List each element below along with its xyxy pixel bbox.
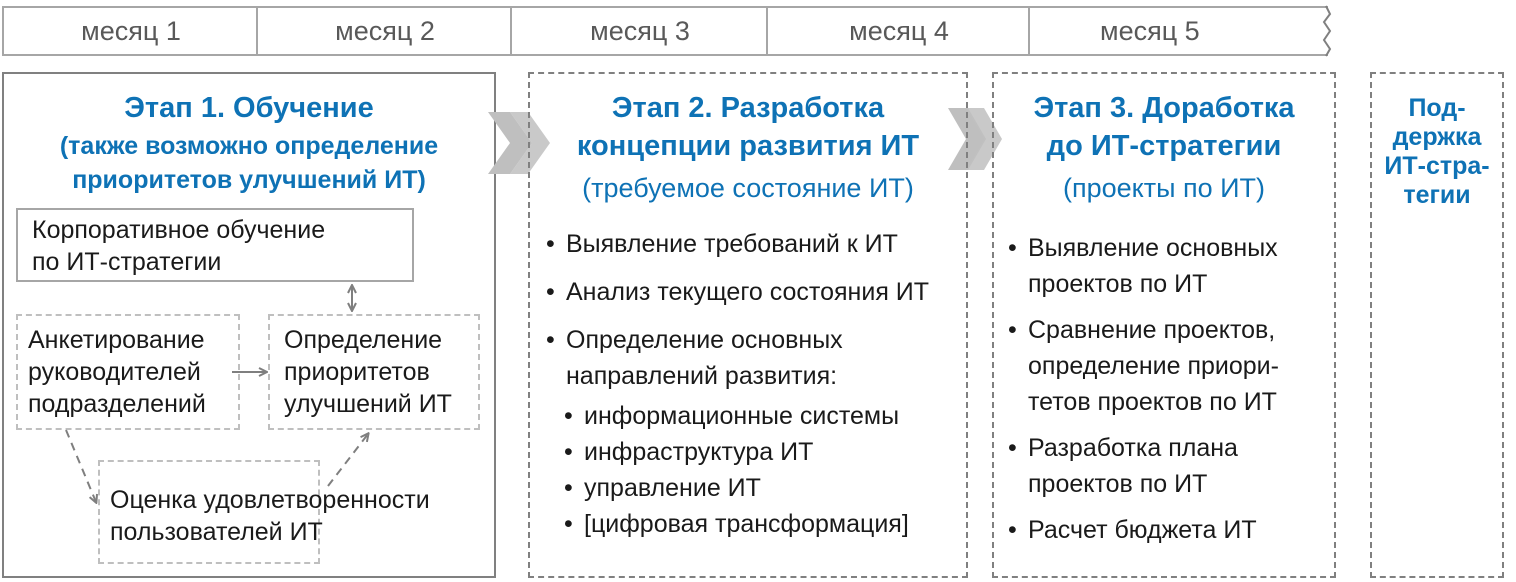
corporate-training-box: Корпоративное обучение по ИТ-стратегии — [16, 208, 414, 282]
arrow-satisfaction-priorities — [327, 434, 368, 487]
stage-4-title-line2: держка — [1392, 123, 1482, 151]
survey-box: Анкетирование руководителей подразделени… — [16, 314, 240, 430]
timeline-month-4: месяц 4 — [766, 6, 1030, 56]
sub-list-item: управление ИТ — [544, 470, 984, 506]
list-item-line: Разработка плана — [1028, 434, 1238, 462]
list-item-line: проектов по ИТ — [1028, 270, 1208, 298]
survey-line3: подразделений — [28, 390, 206, 418]
list-item: • Расчет бюджета ИТ — [1006, 512, 1332, 548]
stage-2-subtitle: (требуемое состояние ИТ) — [582, 173, 914, 203]
list-item-line: проектов по ИТ — [1028, 470, 1208, 498]
corporate-training-line2: по ИТ-стратегии — [32, 248, 222, 276]
list-item-line: Расчет бюджета ИТ — [1028, 516, 1257, 544]
sub-list-item: инфраструктура ИТ — [544, 434, 984, 470]
stage-1-title-line2: (также возможно определение — [59, 132, 439, 160]
list-item: Выявление требований к ИТ — [544, 226, 984, 262]
priorities-box: Определение приоритетов улучшений ИТ — [268, 314, 480, 430]
survey-line1: Анкетирование — [28, 326, 205, 354]
stage-1-box: Этап 1. Обучение (также возможно определ… — [2, 72, 496, 578]
stage-1-title: Этап 1. Обучение — [124, 92, 374, 124]
chevron-arrow-icon-1 — [488, 112, 550, 174]
timeline-month-1: месяц 1 — [2, 6, 258, 56]
list-item-line: Выявление основных — [1028, 234, 1278, 262]
timeline-month-2: месяц 2 — [256, 6, 512, 56]
timeline: месяц 1 месяц 2 месяц 3 месяц 4 месяц 5 — [2, 5, 1332, 57]
list-item: • Выявление основных проектов по ИТ — [1006, 230, 1332, 302]
stage-3-box: Этап 3. Доработка до ИТ-стратегии (проек… — [992, 72, 1336, 578]
stage-4-title-line3: ИТ-стра- — [1384, 152, 1490, 180]
satisfaction-line2: пользователей ИТ — [110, 518, 323, 546]
list-item: • Сравнение проектов, определение приори… — [1006, 312, 1332, 420]
stage-1-title-line3: приоритетов улучшений ИТ) — [72, 166, 426, 194]
stage-4-title-line1: Под- — [1408, 94, 1466, 122]
list-item: • Разработка плана проектов по ИТ — [1006, 430, 1332, 502]
corporate-training-line1: Корпоративное обучение — [32, 216, 326, 244]
priorities-line1: Определение — [284, 326, 443, 354]
list-item-continuation-text: направлений развития: — [566, 362, 838, 390]
priorities-line2: приоритетов — [284, 358, 430, 386]
survey-line2: руководителей — [28, 358, 201, 386]
list-item: Определение основных — [544, 322, 984, 358]
list-item: Анализ текущего состояния ИТ — [544, 274, 984, 310]
stage-2-title: Этап 2. Разработка — [611, 92, 885, 124]
list-item-line: определение приори- — [1028, 352, 1279, 380]
stage-2-bullets: Выявление требований к ИТ Анализ текущег… — [544, 226, 984, 542]
list-item-line: тетов проектов по ИТ — [1028, 388, 1277, 416]
priorities-line3: улучшений ИТ — [284, 390, 452, 418]
arrow-survey-satisfaction — [65, 429, 96, 502]
sub-list-item: [цифровая трансформация] — [544, 506, 984, 542]
stage-2-box: Этап 2. Разработка концепции развития ИТ… — [528, 72, 968, 578]
stage-4-title-line4: тегии — [1403, 181, 1471, 209]
stage-2-title-line2: концепции развития ИТ — [576, 130, 920, 162]
timeline-month-3: месяц 3 — [510, 6, 768, 56]
sub-list-item: информационные системы — [544, 398, 984, 434]
satisfaction-line1: Оценка удовлетворенности — [110, 486, 430, 514]
timeline-break-icon — [1322, 5, 1332, 57]
stage-3-bullets: • Выявление основных проектов по ИТ • Ср… — [1006, 230, 1332, 548]
stage-3-title: Этап 3. Доработка — [1033, 92, 1295, 124]
satisfaction-box — [98, 460, 320, 564]
stage-1-arrows — [65, 0, 500, 582]
stage-4-box: Под- держка ИТ-стра- тегии — [1370, 72, 1504, 578]
list-item-continuation: направлений развития: — [544, 358, 984, 394]
list-item-line: Сравнение проектов, — [1028, 316, 1276, 344]
stage-3-subtitle: (проекты по ИТ) — [1062, 173, 1266, 203]
stage-3-title-line2: до ИТ-стратегии — [1046, 130, 1282, 162]
timeline-month-5: месяц 5 — [1028, 6, 1328, 56]
